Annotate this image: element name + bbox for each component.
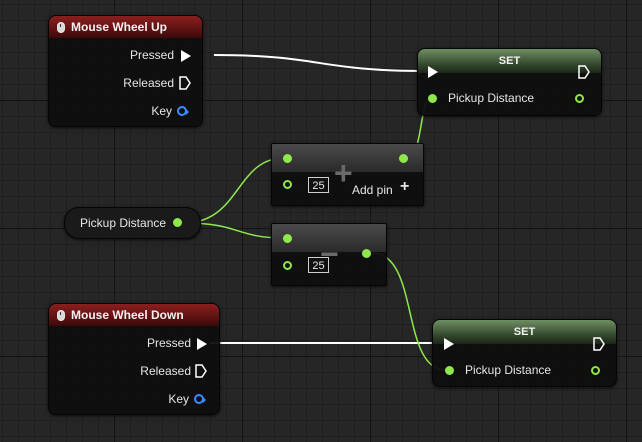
variable-label: Pickup Distance: [80, 216, 167, 230]
float-pin-icon[interactable]: [283, 154, 292, 163]
add-pin-label[interactable]: Add pin: [352, 183, 393, 197]
pin-label-pressed: Pressed: [129, 48, 174, 62]
node-title: Mouse Wheel Down: [71, 308, 184, 322]
node-title: SET: [498, 55, 521, 67]
set-node-top[interactable]: SET Pickup Distance: [417, 48, 602, 116]
add-icon: +: [334, 155, 353, 191]
float-pin-icon[interactable]: [445, 366, 454, 375]
set-header: SET: [433, 320, 616, 344]
pin-label-key: Key: [151, 104, 172, 118]
struct-pin-icon[interactable]: [177, 106, 189, 116]
subtract-node[interactable]: − 25: [271, 223, 387, 286]
exec-pin-icon[interactable]: [195, 364, 207, 378]
pin-label-var: Pickup Distance: [465, 363, 552, 377]
event-header: Mouse Wheel Up: [49, 16, 202, 38]
value-field[interactable]: 25: [308, 257, 329, 273]
float-pin-icon[interactable]: [283, 234, 292, 243]
exec-wire-up: [213, 54, 425, 72]
pin-label-released: Released: [140, 364, 191, 378]
variable-getter-pickup-distance[interactable]: Pickup Distance: [64, 207, 201, 239]
set-node-bottom[interactable]: SET Pickup Distance: [432, 319, 617, 387]
struct-pin-icon[interactable]: [194, 394, 206, 404]
event-node-mouse-wheel-up[interactable]: Mouse Wheel Up Pressed Released Key: [48, 15, 203, 127]
pin-label-pressed: Pressed: [146, 336, 191, 350]
mouse-icon: [57, 21, 65, 33]
exec-pin-icon[interactable]: [593, 337, 605, 351]
exec-pin-icon[interactable]: [197, 338, 207, 350]
pin-label-released: Released: [123, 76, 174, 90]
float-pin-icon[interactable]: [283, 180, 292, 189]
set-header: SET: [418, 49, 601, 73]
exec-pin-icon[interactable]: [428, 66, 438, 78]
data-wire-get-to-add: [183, 157, 285, 224]
add-pin-button[interactable]: +: [400, 178, 410, 195]
exec-pin-icon[interactable]: [444, 338, 454, 350]
float-pin-icon[interactable]: [173, 218, 182, 227]
exec-pin-icon[interactable]: [578, 65, 590, 79]
exec-pin-icon[interactable]: [179, 76, 191, 90]
float-pin-icon[interactable]: [428, 94, 437, 103]
float-pin-icon[interactable]: [591, 366, 600, 375]
value-field[interactable]: 25: [308, 177, 329, 193]
add-node[interactable]: + 25 Add pin +: [271, 143, 424, 206]
event-header: Mouse Wheel Down: [49, 304, 219, 326]
event-node-mouse-wheel-down[interactable]: Mouse Wheel Down Pressed Released Key: [48, 303, 220, 415]
pin-label-var: Pickup Distance: [448, 91, 535, 105]
mouse-icon: [57, 309, 65, 321]
float-pin-icon[interactable]: [362, 249, 371, 258]
add-header: [272, 144, 423, 172]
float-pin-icon[interactable]: [283, 261, 292, 270]
exec-pin-icon[interactable]: [181, 50, 191, 62]
float-pin-icon[interactable]: [575, 94, 584, 103]
node-title: Mouse Wheel Up: [71, 20, 168, 34]
node-title: SET: [513, 326, 536, 338]
pin-label-key: Key: [168, 392, 189, 406]
float-pin-icon[interactable]: [399, 154, 408, 163]
